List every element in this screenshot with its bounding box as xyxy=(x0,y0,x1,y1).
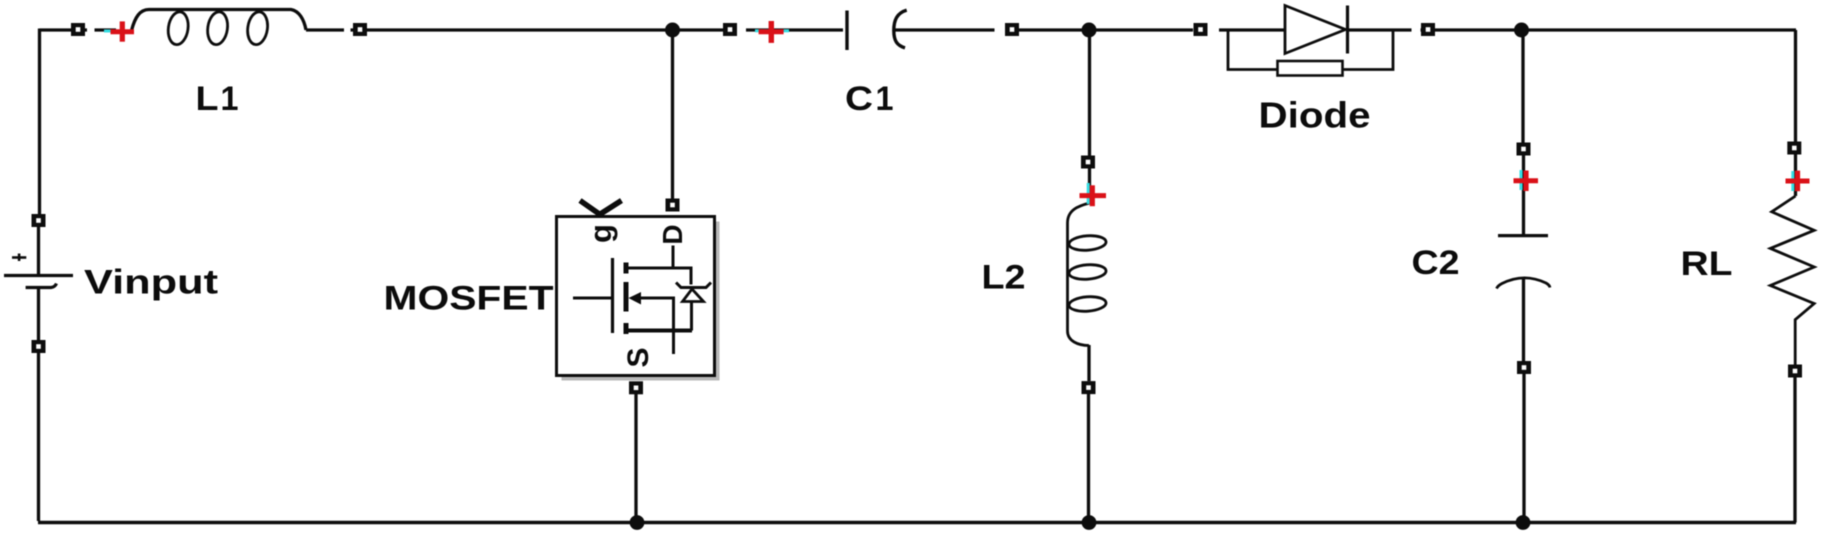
svg-text:S: S xyxy=(622,347,655,367)
svg-text:1: 1 xyxy=(876,80,894,118)
svg-text:Diode: Diode xyxy=(1259,95,1371,136)
svg-text:1: 1 xyxy=(221,80,239,118)
svg-text:L: L xyxy=(196,80,219,118)
svg-text:L2: L2 xyxy=(982,259,1026,297)
svg-text:C: C xyxy=(845,80,873,118)
svg-text:D: D xyxy=(657,224,688,244)
svg-text:g: g xyxy=(583,224,618,243)
svg-text:Vinput: Vinput xyxy=(84,264,218,302)
svg-text:C2: C2 xyxy=(1412,244,1460,282)
svg-text:RL: RL xyxy=(1681,245,1733,283)
svg-text:MOSFET: MOSFET xyxy=(384,280,554,318)
